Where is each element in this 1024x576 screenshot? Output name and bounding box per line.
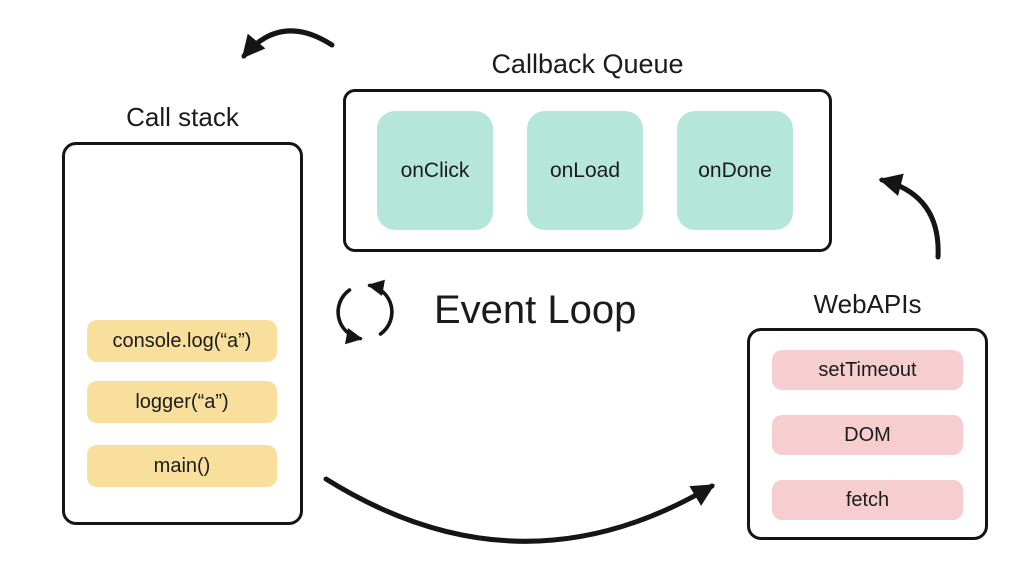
- call-stack-item: console.log(“a”): [87, 320, 277, 362]
- call-stack-title: Call stack: [126, 102, 239, 132]
- web-apis-title: WebAPIs: [813, 289, 922, 319]
- web-apis-item: setTimeout: [772, 350, 963, 390]
- callback-queue-title: Callback Queue: [491, 49, 684, 79]
- web-apis-box: setTimeout DOM fetch: [747, 328, 988, 540]
- callback-queue-item: onLoad: [527, 111, 643, 230]
- callback-queue-item: onClick: [377, 111, 493, 230]
- callback-queue-box: onClick onLoad onDone: [343, 89, 832, 252]
- arrow-web-apis-to-callback-queue: [878, 173, 941, 260]
- call-stack-box: console.log(“a”) logger(“a”) main(): [62, 142, 303, 525]
- arrow-call-stack-to-web-apis: [323, 476, 715, 544]
- cycle-arrows-icon: [336, 279, 394, 345]
- call-stack-item: logger(“a”): [87, 381, 277, 423]
- web-apis-item: fetch: [772, 480, 963, 520]
- event-loop-label: Event Loop: [434, 288, 637, 332]
- callback-queue-item: onDone: [677, 111, 793, 230]
- web-apis-item: DOM: [772, 415, 963, 455]
- call-stack-item: main(): [87, 445, 277, 487]
- arrow-callback-queue-to-call-stack: [241, 28, 335, 59]
